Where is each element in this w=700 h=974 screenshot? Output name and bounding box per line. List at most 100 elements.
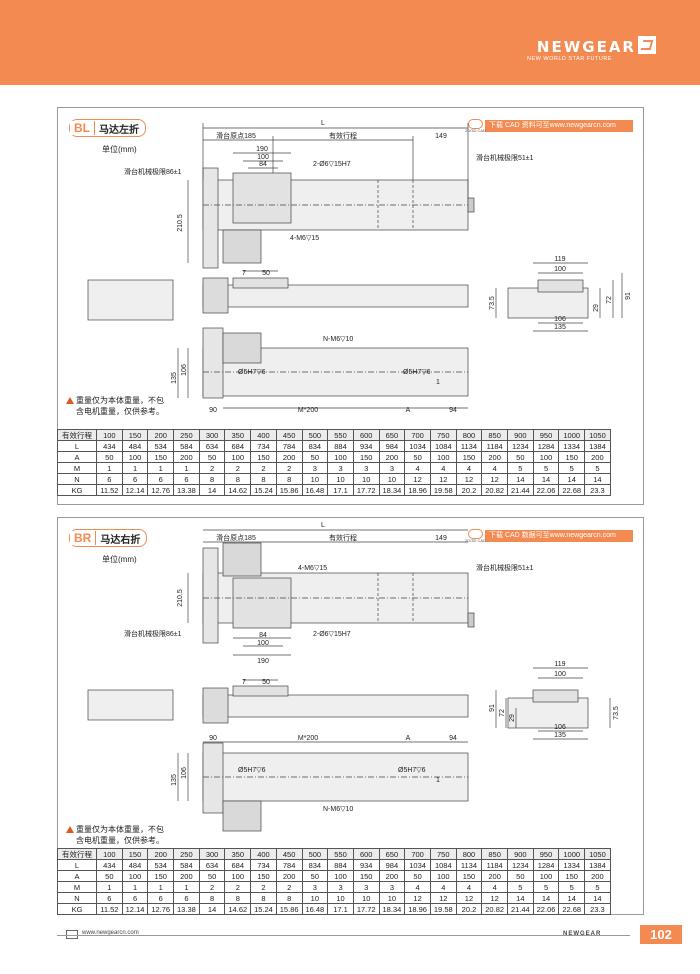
table-header-cell: 200 [147, 848, 175, 860]
end-106: 106 [554, 316, 566, 323]
dim-100: 100 [257, 154, 269, 161]
footer-url[interactable]: www.newgearcn.com [82, 930, 139, 936]
table-cell: 12.14 [121, 903, 149, 915]
table-header-cell: 450 [275, 429, 303, 441]
dim-100: 100 [257, 640, 269, 647]
cad-download-text: 下载 CAD 数据可至www.newgearcn.com [485, 530, 633, 542]
cad-download-link[interactable]: 2D/3D CAD 下载 CAD 数据可至www.newgearcn.com [465, 528, 633, 544]
monitor-icon [66, 930, 78, 939]
table-cell: 23.3 [584, 903, 611, 915]
dim-right-limit: 滑台机械极限51±1 [476, 563, 534, 572]
table-cell: 1384 [584, 440, 611, 452]
table-header-cell: 850 [481, 429, 508, 441]
cad-download-link[interactable]: 2D/3D CAD 下载 CAD 资料可至www.newgearcn.com [465, 118, 633, 134]
table-header-cell: 600 [352, 848, 380, 860]
table-cell: 50 [404, 451, 431, 463]
header-banner: NEWGEAR NEW WORLD STAR FUTURE [0, 0, 700, 85]
table-header-cell: 100 [96, 429, 123, 441]
table-cell: 12 [481, 892, 508, 904]
dim-pin2: Ø5H7▽6 [403, 369, 431, 376]
table-cell: 50 [96, 451, 123, 463]
table-cell: 100 [327, 451, 354, 463]
table-cell: 17.72 [352, 484, 380, 496]
table-cell: 10 [327, 892, 354, 904]
table-cell: 100 [327, 870, 354, 882]
cloud-download-icon: 2D/3D CAD [465, 528, 486, 544]
dim-pin1: Ø5H7▽6 [238, 767, 266, 774]
table-cell: 5 [558, 462, 586, 474]
table-header-cell: 550 [327, 429, 354, 441]
table-cell: 934 [352, 859, 380, 871]
table-cell: 984 [378, 859, 406, 871]
table-cell: 17.1 [327, 484, 354, 496]
table-header-cell: 550 [327, 848, 354, 860]
table-cell: 684 [224, 440, 252, 452]
dim-50: 50 [262, 679, 270, 686]
table-header-cell: 900 [507, 848, 534, 860]
table-header-cell: 450 [275, 848, 303, 860]
table-cell: 22.06 [532, 903, 560, 915]
table-header-cell: 300 [198, 848, 226, 860]
table-header-cell: 750 [429, 848, 457, 860]
table-cell: 934 [352, 440, 380, 452]
table-row-label: L [57, 440, 97, 452]
dim-135: 135 [171, 372, 178, 384]
table-cell: 200 [584, 451, 611, 463]
table-cell: 1334 [558, 440, 586, 452]
motor-block [222, 229, 262, 264]
table-cell: 12.76 [147, 903, 175, 915]
table-cell: 10 [352, 473, 380, 485]
table-cell: 12 [429, 892, 457, 904]
table-cell: 16.48 [301, 903, 329, 915]
end-106: 106 [554, 724, 566, 731]
end-view [507, 287, 589, 319]
table-cell: 1 [96, 462, 123, 474]
table-cell: 14 [558, 892, 586, 904]
table-cell: 12 [404, 473, 431, 485]
table-cell: 4 [404, 462, 431, 474]
table-header-cell: 150 [121, 429, 149, 441]
table-cell: 6 [121, 473, 149, 485]
table-header-cell: 400 [250, 429, 277, 441]
table-header-cell: 900 [507, 429, 534, 441]
table-cell: 14 [507, 473, 534, 485]
table-cell: 1034 [404, 859, 431, 871]
table-cell: 534 [147, 440, 175, 452]
table-cell: 14 [584, 892, 611, 904]
table-cell: 1 [147, 881, 175, 893]
table-cell: 8 [250, 892, 277, 904]
table-cell: 6 [96, 473, 123, 485]
dim-stroke: 有效行程 [329, 131, 357, 140]
table-cell: 6 [173, 892, 200, 904]
table-cell: 5 [558, 881, 586, 893]
table-cell: 8 [198, 892, 226, 904]
table-cell: 150 [352, 451, 380, 463]
table-cell: 3 [327, 462, 354, 474]
table-cell: 734 [250, 859, 277, 871]
table-cell: 1034 [404, 440, 431, 452]
dim-84: 84 [259, 161, 267, 168]
table-cell: 12.76 [147, 484, 175, 496]
table-cell: 3 [301, 881, 329, 893]
table-cell: 150 [250, 870, 277, 882]
page-number: 102 [640, 925, 682, 944]
table-cell: 1284 [532, 440, 560, 452]
table-cell: 834 [301, 440, 329, 452]
dim-m6: 4-M6▽15 [290, 235, 319, 242]
table-cell: 6 [121, 892, 149, 904]
table-cell: 21.44 [507, 484, 534, 496]
dim-nm6: N-M6▽10 [323, 806, 353, 813]
table-cell: 2 [198, 881, 226, 893]
table-cell: 534 [147, 859, 175, 871]
dim-190: 190 [256, 146, 268, 153]
warning-icon [66, 397, 74, 404]
section-badge: BL 马达左折 [69, 119, 146, 137]
table-header-cell: 1000 [558, 429, 586, 441]
dim-right-limit: 滑台机械极限51±1 [476, 153, 534, 162]
table-cell: 8 [224, 473, 252, 485]
